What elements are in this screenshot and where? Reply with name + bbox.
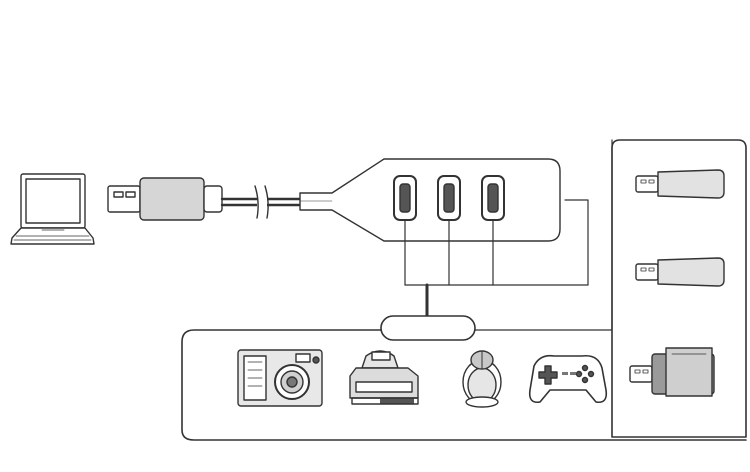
usb-flash-drive-icon — [635, 169, 725, 199]
usb-flash-drive-icon — [635, 257, 725, 287]
usb-port-2 — [437, 175, 461, 221]
usb-cable — [220, 185, 302, 219]
usb-port-1 — [393, 175, 417, 221]
laptop-icon — [10, 173, 95, 245]
mouse-icon — [462, 350, 502, 408]
digital-camera-icon — [237, 349, 323, 407]
usb-port-3 — [481, 175, 505, 221]
storage-device-panel — [611, 139, 747, 438]
connector-pill — [380, 315, 476, 341]
peripheral-device-panel — [181, 329, 747, 441]
usb-hub-icon — [299, 158, 561, 242]
gamepad-icon — [528, 354, 608, 404]
printer-icon — [349, 350, 419, 405]
usb-card-reader-icon — [629, 347, 715, 397]
usb-plug-icon — [107, 177, 223, 221]
